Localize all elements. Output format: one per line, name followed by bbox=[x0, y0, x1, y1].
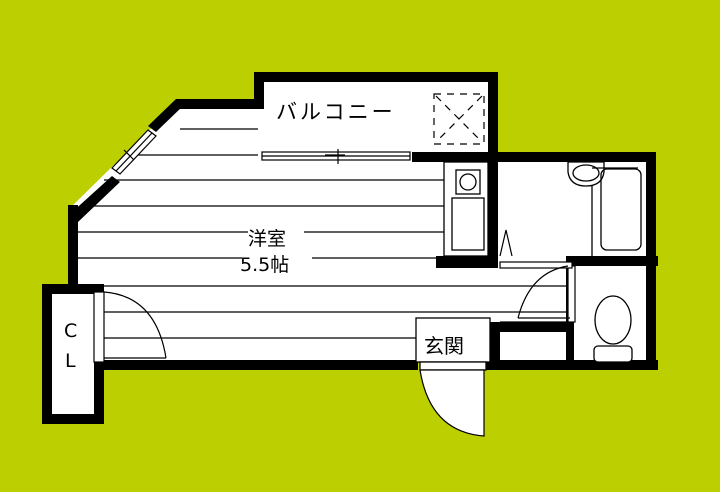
washing-machine-space bbox=[499, 229, 513, 257]
kitchen-counter bbox=[443, 161, 489, 257]
bathroom-door bbox=[499, 261, 573, 319]
western-room-size: 5.5帖 bbox=[240, 254, 290, 276]
front-door bbox=[419, 369, 485, 437]
entrance-label: 玄関 bbox=[424, 334, 464, 358]
closet-label-c: C bbox=[64, 320, 78, 342]
balcony-label: バルコニー bbox=[276, 100, 396, 124]
closet-door bbox=[93, 291, 167, 363]
balcony-sliding-window bbox=[261, 149, 411, 164]
toilet bbox=[593, 295, 633, 363]
closet-label-l: L bbox=[65, 350, 76, 372]
kitchen-sink bbox=[451, 197, 485, 251]
toilet-sliding-door bbox=[567, 265, 576, 323]
floor-areas bbox=[42, 74, 656, 424]
washbasin bbox=[567, 161, 605, 187]
entrance-box bbox=[415, 317, 491, 371]
diagonal-window bbox=[111, 129, 157, 175]
burner-icon bbox=[459, 173, 477, 191]
air-conditioner-outdoor-unit bbox=[433, 93, 485, 145]
bathtub bbox=[591, 167, 642, 258]
western-room-label: 洋室 bbox=[248, 228, 287, 250]
floor-stripes bbox=[78, 128, 572, 339]
